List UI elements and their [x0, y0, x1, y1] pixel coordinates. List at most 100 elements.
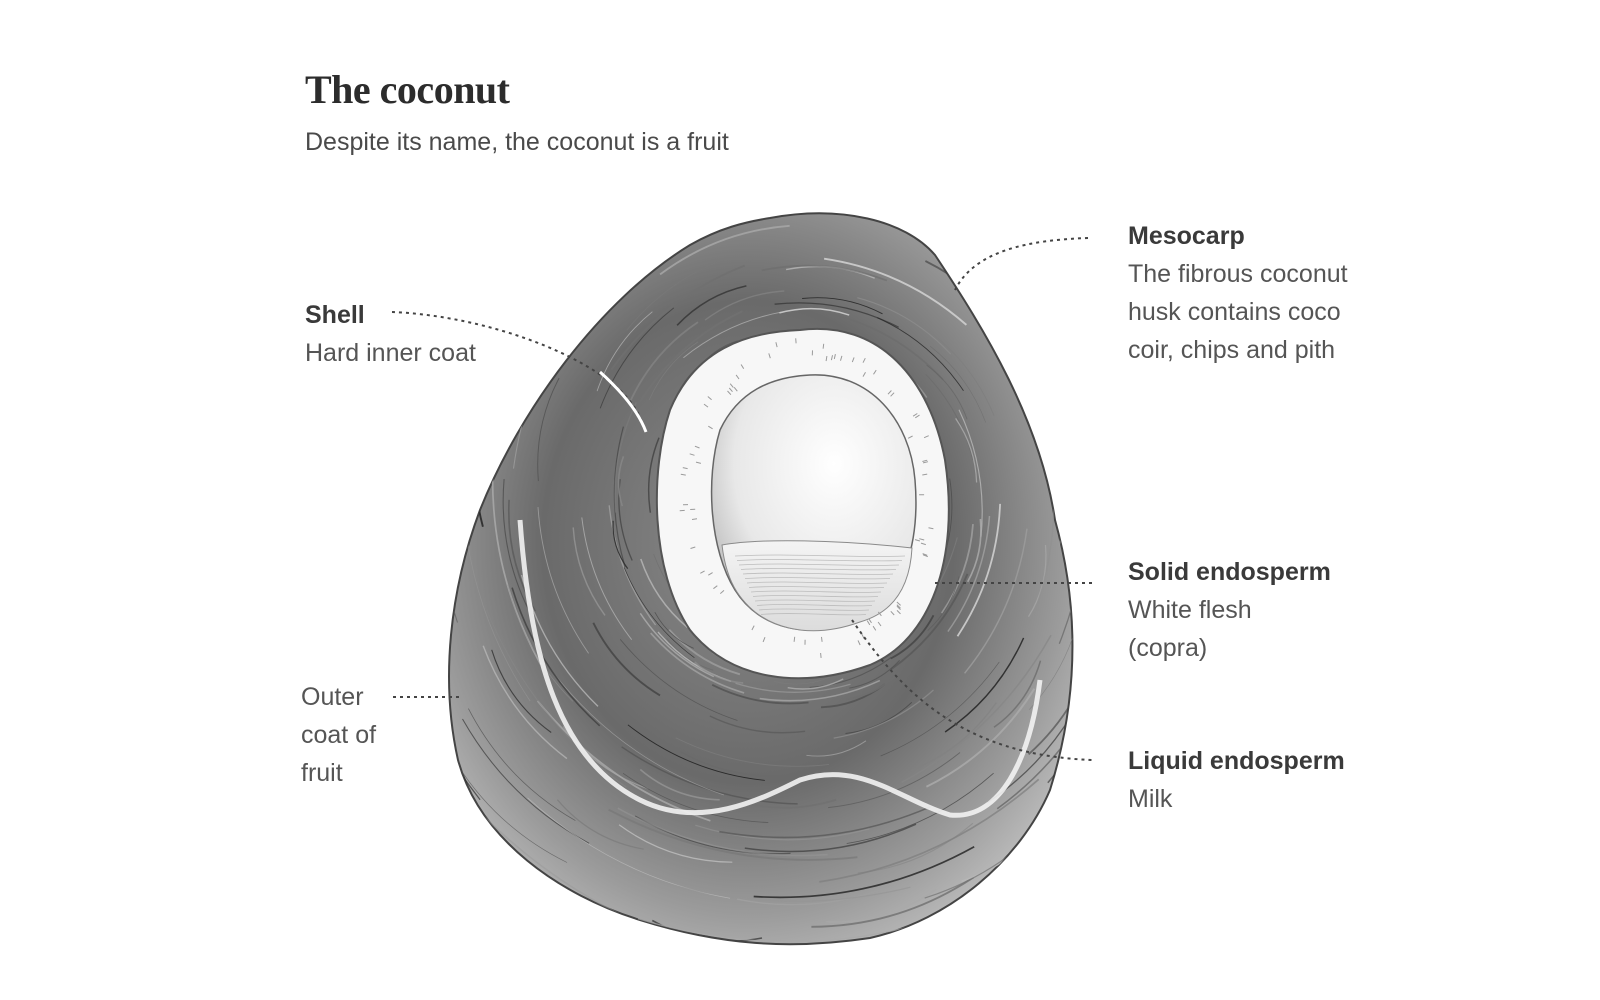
fiber-stroke	[504, 213, 566, 291]
fiber-stroke	[890, 614, 935, 660]
diagram-title: The coconut	[305, 67, 510, 112]
flesh-speck	[694, 445, 700, 449]
flesh-speck	[866, 620, 871, 626]
flesh-speck	[735, 374, 740, 380]
milk-texture	[734, 554, 906, 616]
fiber-stroke	[482, 645, 568, 760]
fiber-stroke	[608, 146, 714, 204]
solid-endosperm-label: Solid endosperm White flesh (copra)	[1128, 553, 1331, 667]
fiber-stroke	[1185, 379, 1210, 569]
fiber-stroke	[704, 290, 785, 321]
fiber-stroke	[610, 264, 746, 371]
flesh-speck	[920, 542, 926, 546]
fiber-stroke	[833, 689, 934, 739]
fiber-stroke	[647, 57, 932, 88]
fiber-stroke	[735, 682, 851, 693]
fiber-stroke	[955, 418, 978, 483]
fiber-stroke	[779, 307, 850, 316]
flesh-speck	[890, 610, 895, 616]
fiber-stroke	[562, 105, 738, 197]
flesh-speck	[793, 636, 796, 642]
fiber-stroke	[929, 345, 986, 423]
fiber-stroke	[926, 364, 968, 420]
fiber-stroke	[648, 341, 699, 401]
flesh-speck	[740, 364, 745, 369]
flesh-speck	[833, 353, 836, 360]
flesh-speck	[922, 473, 928, 476]
fiber-stroke	[761, 264, 888, 282]
solid-endosperm-label-description: White flesh (copra)	[1128, 596, 1252, 662]
solid-endosperm-label-heading: Solid endosperm	[1128, 558, 1331, 586]
fiber-stroke	[947, 515, 991, 633]
flesh-speck	[691, 518, 698, 520]
mesocarp-label-heading: Mesocarp	[1128, 222, 1245, 250]
flesh-speck	[896, 601, 901, 606]
fiber-stroke	[344, 490, 368, 610]
fiber-stroke	[789, 32, 1087, 130]
fiber-stroke	[966, 518, 982, 583]
flesh-speck	[922, 553, 928, 556]
fiber-stroke	[706, 119, 796, 141]
fiber-stroke	[608, 808, 858, 861]
fiber-stroke	[964, 528, 1028, 674]
flesh-speck	[768, 353, 771, 359]
flesh-speck	[689, 453, 695, 456]
fiber-stroke	[639, 612, 715, 678]
fiber-stroke	[753, 845, 975, 899]
fiber-stroke	[461, 81, 599, 208]
flesh-speck	[890, 392, 895, 397]
milk-line	[758, 608, 870, 611]
fiber-stroke	[650, 632, 745, 694]
fiber-stroke	[617, 456, 625, 507]
flesh-speck	[830, 355, 833, 361]
flesh-speck	[733, 386, 738, 392]
milk-line	[744, 577, 891, 580]
flesh-speck	[896, 610, 901, 615]
fiber-stroke	[666, 89, 798, 123]
fiber-stroke	[612, 520, 629, 569]
flesh-speck	[707, 396, 712, 401]
fiber-stroke	[828, 752, 961, 809]
fiber-stroke	[1194, 360, 1225, 551]
fiber-stroke	[592, 622, 661, 697]
fiber-stroke	[639, 768, 720, 801]
fiber-stroke	[802, 297, 883, 315]
fiber-stroke	[1075, 326, 1115, 404]
flesh-speck	[877, 611, 882, 617]
fiber-stroke	[566, 128, 686, 206]
fiber-stroke	[845, 701, 913, 734]
fiber-stroke	[925, 688, 1036, 788]
fiber-stroke	[647, 437, 660, 513]
fiber-stroke	[548, 121, 657, 200]
fiber-stroke	[1072, 392, 1073, 580]
fiber-stroke	[502, 479, 530, 612]
shell-label: Shell Hard inner coat	[305, 296, 476, 372]
flesh-speck	[912, 413, 918, 417]
fiber-stroke	[617, 807, 828, 857]
fiber-stroke	[926, 329, 995, 416]
fiber-stroke	[415, 370, 433, 518]
fiber-stroke	[614, 402, 637, 513]
fiber-stroke	[491, 649, 552, 733]
fiber-stroke	[675, 737, 830, 767]
fiber-stroke	[754, 187, 868, 196]
flesh-speck	[825, 356, 828, 362]
fiber-stroke	[744, 823, 917, 853]
fiber-stroke	[541, 24, 772, 119]
fiber-stroke	[1037, 232, 1073, 337]
milk-line	[756, 604, 873, 607]
fiber-stroke	[1118, 366, 1148, 468]
milk-line	[760, 613, 867, 616]
fiber-stroke	[572, 527, 606, 616]
fiber-stroke	[468, 708, 576, 821]
flesh-speck	[896, 605, 901, 611]
flesh-speck	[928, 527, 934, 530]
fiber-stroke	[890, 573, 969, 671]
flesh-speck	[820, 652, 822, 658]
flesh-speck	[727, 390, 732, 396]
milk-line	[740, 568, 897, 571]
shell-label-description: Hard inner coat	[305, 339, 476, 367]
fiber-stroke	[742, 213, 931, 218]
flesh-speck	[877, 621, 882, 627]
shell-label-heading: Shell	[305, 301, 365, 329]
